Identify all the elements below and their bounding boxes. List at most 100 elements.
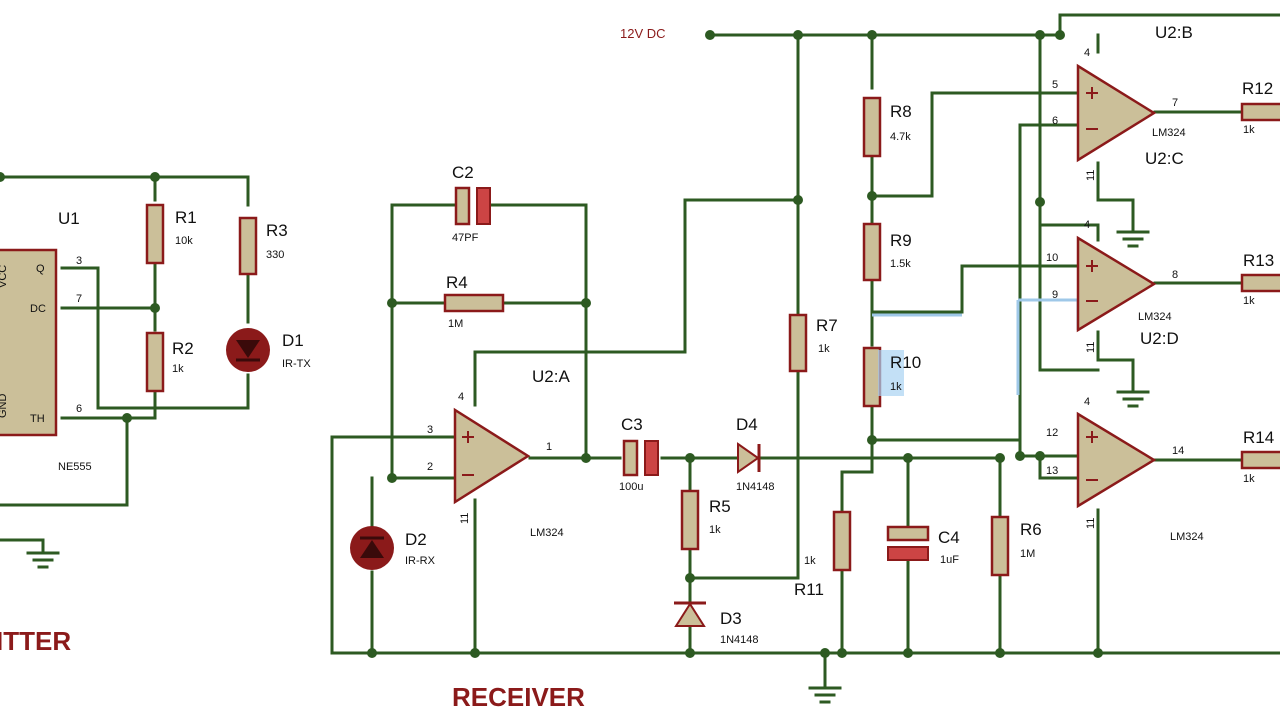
svg-text:11: 11: [1085, 170, 1097, 181]
svg-text:VCC: VCC: [0, 265, 9, 288]
r14-value: 1k: [1243, 473, 1255, 485]
r14-label: R14: [1243, 428, 1274, 447]
supply-label: 12V DC: [620, 26, 666, 41]
r10-selection-box: [878, 350, 904, 396]
svg-text:7: 7: [76, 293, 82, 305]
svg-text:2: 2: [427, 461, 433, 473]
r12-label: R12: [1242, 79, 1273, 98]
r9-label: R9: [890, 231, 912, 250]
c3-label: C3: [621, 415, 643, 434]
c2-label: C2: [452, 163, 474, 182]
r10-value: 1k: [890, 381, 902, 393]
svg-text:Q: Q: [36, 263, 45, 275]
transmitter-ground-icon: [26, 551, 60, 569]
r13-resistor: [1240, 273, 1280, 293]
c2-value: 47PF: [452, 232, 479, 244]
u2a-part: LM324: [530, 527, 564, 539]
svg-text:6: 6: [76, 403, 82, 415]
svg-text:4: 4: [1084, 219, 1090, 231]
u2d-label: U2:D: [1140, 329, 1179, 348]
r3-resistor: [238, 216, 258, 276]
r5-label: R5: [709, 497, 731, 516]
r7-value: 1k: [818, 343, 830, 355]
d2-label: D2: [405, 530, 427, 549]
r1-resistor: [145, 203, 165, 265]
svg-text:14: 14: [1172, 445, 1184, 457]
svg-text:13: 13: [1046, 465, 1058, 477]
r4-label: R4: [446, 273, 468, 292]
r7-resistor: [788, 313, 808, 373]
u1-label: U1: [58, 209, 80, 228]
d3-label: D3: [720, 609, 742, 628]
r1-value: 10k: [175, 235, 193, 247]
r14-resistor: [1240, 450, 1280, 470]
d4-label: D4: [736, 415, 758, 434]
ground-icon-u2b: [1116, 230, 1150, 248]
ne555-label: NE555: [58, 461, 92, 473]
svg-text:4: 4: [458, 391, 464, 403]
u2c-label: U2:C: [1145, 149, 1184, 168]
svg-text:TH: TH: [30, 413, 45, 425]
r13-label: R13: [1243, 251, 1274, 270]
u2d-opamp: 12 13 14 4 11: [1046, 396, 1184, 529]
r10-resistor: [862, 346, 882, 408]
svg-text:11: 11: [459, 513, 471, 524]
svg-text:8: 8: [1172, 269, 1178, 281]
r3-label: R3: [266, 221, 288, 240]
wires: [0, 13, 1280, 690]
svg-text:11: 11: [1085, 518, 1097, 529]
d2-ir-receiver-icon: [350, 526, 394, 570]
d3-value: 1N4148: [720, 634, 759, 646]
svg-text:9: 9: [1052, 289, 1058, 301]
svg-text:5: 5: [1052, 79, 1058, 91]
d4-diode: [737, 442, 761, 474]
ground-icon-u2c: [1116, 390, 1150, 408]
u2c-opamp: 10 9 8 4 11: [1046, 219, 1178, 353]
r11-label: R11: [794, 580, 824, 599]
d1-ir-led-icon: [226, 328, 270, 372]
c2-capacitor: [454, 186, 491, 226]
d1-label: D1: [282, 331, 304, 350]
r5-value: 1k: [709, 524, 721, 536]
c3-value: 100u: [619, 481, 643, 493]
svg-text:3: 3: [427, 424, 433, 436]
r8-value: 4.7k: [890, 131, 911, 143]
svg-text:DC: DC: [30, 303, 46, 315]
r6-value: 1M: [1020, 548, 1035, 560]
r12-value: 1k: [1243, 124, 1255, 136]
u2a-opamp: 3 2 1 4 11: [427, 391, 552, 524]
r3-value: 330: [266, 249, 284, 261]
r6-label: R6: [1020, 520, 1042, 539]
r4-value: 1M: [448, 318, 463, 330]
r2-resistor: [145, 331, 165, 393]
r6-resistor: [990, 515, 1010, 577]
r13-value: 1k: [1243, 295, 1255, 307]
svg-text:4: 4: [1084, 396, 1090, 408]
d2-value: IR-RX: [405, 555, 436, 567]
r9-value: 1.5k: [890, 258, 911, 270]
c4-capacitor: [886, 525, 930, 561]
svg-text:GND: GND: [0, 394, 9, 419]
u2d-part: LM324: [1170, 531, 1204, 543]
r2-label: R2: [172, 339, 194, 358]
d4-value: 1N4148: [736, 481, 775, 493]
receiver-title: RECEIVER: [452, 682, 585, 712]
svg-text:10: 10: [1046, 252, 1058, 264]
u2c-part: LM324: [1138, 311, 1172, 323]
r9-resistor: [862, 222, 882, 282]
r4-resistor: [443, 293, 505, 313]
u2b-opamp: 5 6 7 4 11: [1052, 47, 1178, 181]
d3-diode: [674, 601, 706, 627]
u2a-label: U2:A: [532, 367, 570, 386]
r8-label: R8: [890, 102, 912, 121]
r10-label: R10: [890, 353, 921, 372]
r8-resistor: [862, 96, 882, 158]
c3-capacitor: [622, 439, 659, 477]
svg-text:1: 1: [546, 441, 552, 453]
svg-text:7: 7: [1172, 97, 1178, 109]
r11-value: 1k: [804, 555, 816, 567]
svg-text:12: 12: [1046, 427, 1058, 439]
svg-text:3: 3: [76, 255, 82, 267]
r7-label: R7: [816, 316, 838, 335]
